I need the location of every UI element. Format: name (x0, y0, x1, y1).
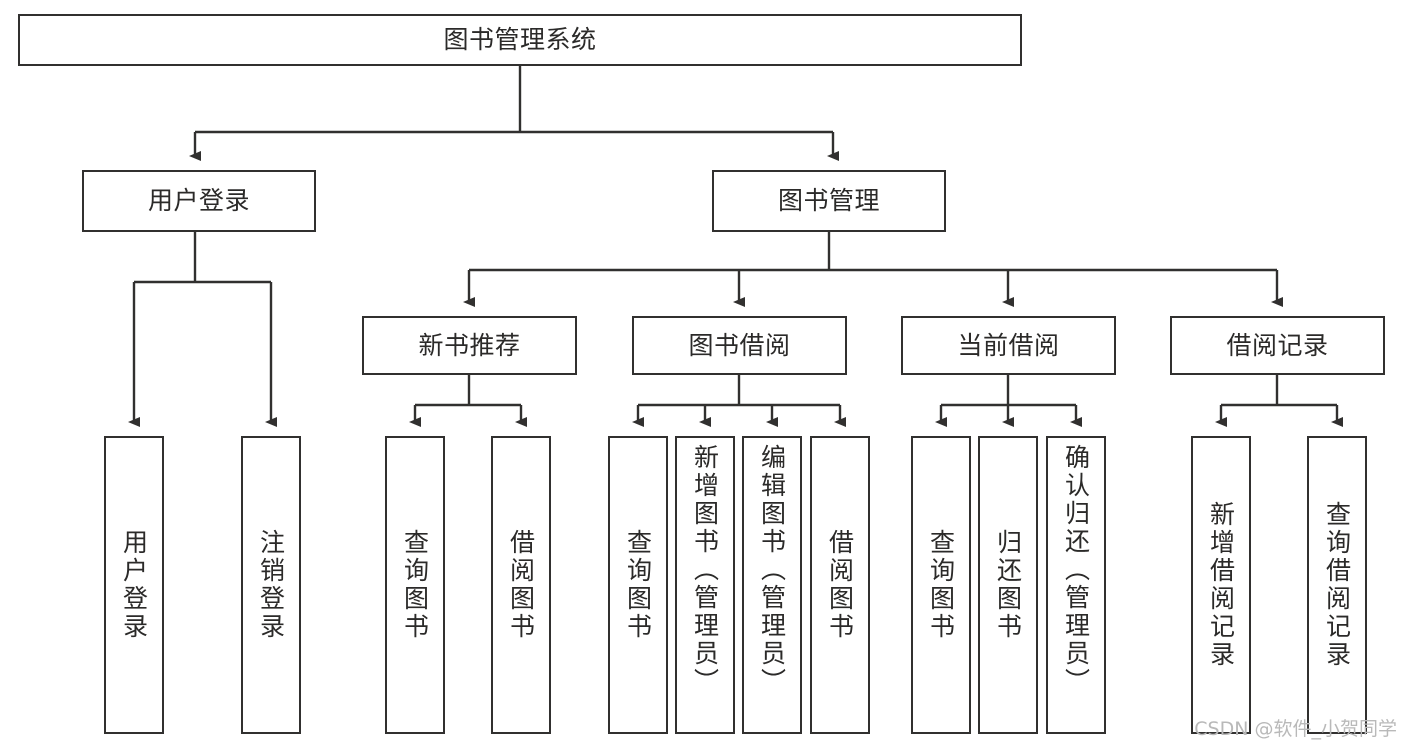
leaf-return-book[interactable]: 归还图书 (978, 436, 1038, 734)
node-root-label: 图书管理系统 (443, 25, 597, 55)
node-borrow-record[interactable]: 借阅记录 (1170, 316, 1385, 375)
leaf-query-book-1[interactable]: 查询图书 (385, 436, 445, 734)
node-new-book-recommend-label: 新书推荐 (418, 330, 521, 360)
leaf-logout-label: 注销登录 (256, 529, 286, 641)
leaf-query-book-2-label: 查询图书 (623, 529, 653, 641)
leaf-add-record-label: 新增借阅记录 (1206, 501, 1236, 669)
node-book-management[interactable]: 图书管理 (712, 170, 946, 232)
node-book-management-label: 图书管理 (777, 186, 880, 216)
leaf-query-book-1-label: 查询图书 (400, 529, 430, 641)
watermark: CSDN @软件_小贺同学 (1194, 718, 1397, 740)
leaf-query-record[interactable]: 查询借阅记录 (1307, 436, 1367, 734)
leaf-logout[interactable]: 注销登录 (241, 436, 301, 734)
leaf-borrow-book-2-label: 借阅图书 (825, 529, 855, 641)
leaf-edit-book-label: 编辑图书（管理员） (757, 444, 787, 696)
leaf-add-book-label: 新增图书（管理员） (690, 444, 720, 696)
leaf-confirm-return-label: 确认归还（管理员） (1061, 444, 1091, 696)
node-borrow-record-label: 借阅记录 (1226, 330, 1329, 360)
node-user-login-label: 用户登录 (147, 186, 250, 216)
node-current-borrow[interactable]: 当前借阅 (901, 316, 1116, 375)
leaf-borrow-book-2[interactable]: 借阅图书 (810, 436, 870, 734)
leaf-confirm-return[interactable]: 确认归还（管理员） (1046, 436, 1106, 734)
node-user-login[interactable]: 用户登录 (82, 170, 316, 232)
node-book-borrow-label: 图书借阅 (688, 330, 791, 360)
node-root[interactable]: 图书管理系统 (18, 14, 1022, 66)
leaf-user-login[interactable]: 用户登录 (104, 436, 164, 734)
node-current-borrow-label: 当前借阅 (957, 330, 1060, 360)
node-new-book-recommend[interactable]: 新书推荐 (362, 316, 577, 375)
leaf-return-book-label: 归还图书 (993, 529, 1023, 641)
leaf-query-book-3-label: 查询图书 (926, 529, 956, 641)
leaf-query-record-label: 查询借阅记录 (1322, 501, 1352, 669)
leaf-add-record[interactable]: 新增借阅记录 (1191, 436, 1251, 734)
leaf-add-book[interactable]: 新增图书（管理员） (675, 436, 735, 734)
leaf-borrow-book-1[interactable]: 借阅图书 (491, 436, 551, 734)
leaf-edit-book[interactable]: 编辑图书（管理员） (742, 436, 802, 734)
leaf-query-book-3[interactable]: 查询图书 (911, 436, 971, 734)
leaf-query-book-2[interactable]: 查询图书 (608, 436, 668, 734)
leaf-borrow-book-1-label: 借阅图书 (506, 529, 536, 641)
leaf-user-login-label: 用户登录 (119, 529, 149, 641)
node-book-borrow[interactable]: 图书借阅 (632, 316, 847, 375)
